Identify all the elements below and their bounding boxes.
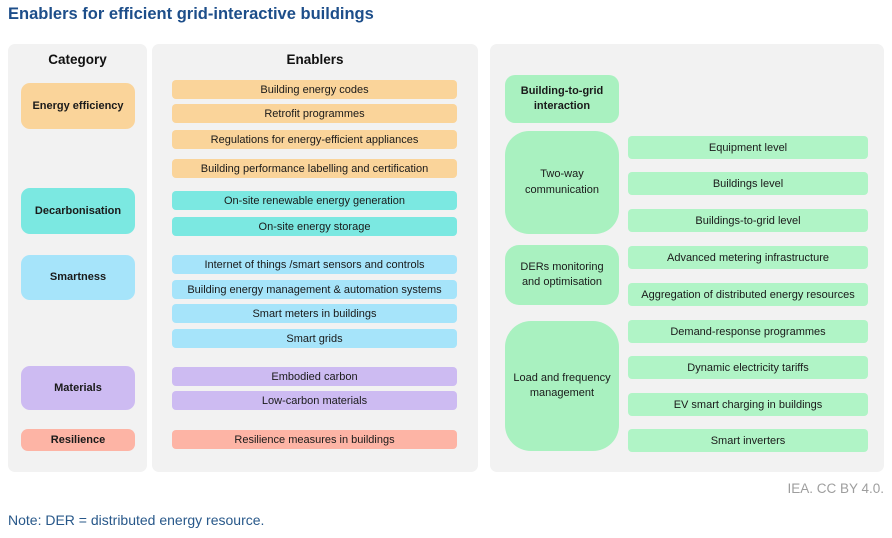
enablers-panel-header: Enablers [286, 52, 344, 67]
note-text: Note: DER = distributed energy resource. [8, 512, 265, 528]
building-to-grid-interaction-box: Building-to-grid interaction [505, 75, 619, 123]
enabler-bar-bems: Building energy management & automation … [172, 280, 457, 299]
attribution-text: IEA. CC BY 4.0. [787, 481, 884, 496]
category-box-energy-efficiency: Energy efficiency [21, 83, 135, 129]
category-box-decarbonisation: Decarbonisation [21, 188, 135, 234]
category-box-materials: Materials [21, 366, 135, 410]
category-box-smartness: Smartness [21, 255, 135, 300]
enabler-bar-retrofit-programmes: Retrofit programmes [172, 104, 457, 123]
group-box-ders-monitoring: DERs monitoring and optimisation [505, 245, 619, 305]
enabler-bar-building-energy-codes: Building energy codes [172, 80, 457, 99]
grid-bar-buildings-to-grid-level: Buildings-to-grid level [628, 209, 868, 232]
grid-bar-smart-inverters: Smart inverters [628, 429, 868, 452]
grid-bar-demand-response: Demand-response programmes [628, 320, 868, 343]
grid-bar-advanced-metering: Advanced metering infrastructure [628, 246, 868, 269]
grid-bar-dynamic-tariffs: Dynamic electricity tariffs [628, 356, 868, 379]
enabler-bar-resilience-measures: Resilience measures in buildings [172, 430, 457, 449]
page-title: Enablers for efficient grid-interactive … [8, 5, 374, 23]
group-box-load-frequency-management: Load and frequency management [505, 321, 619, 451]
enabler-bar-low-carbon-materials: Low-carbon materials [172, 391, 457, 410]
category-box-resilience: Resilience [21, 429, 135, 451]
grid-bar-buildings-level: Buildings level [628, 172, 868, 195]
grid-bar-ev-smart-charging: EV smart charging in buildings [628, 393, 868, 416]
grid-bar-equipment-level: Equipment level [628, 136, 868, 159]
enabler-bar-smart-meters: Smart meters in buildings [172, 304, 457, 323]
enabler-bar-performance-labelling: Building performance labelling and certi… [172, 159, 457, 178]
enabler-bar-appliance-regulations: Regulations for energy-efficient applian… [172, 130, 457, 149]
category-panel-header: Category [48, 52, 107, 67]
grid-bar-der-aggregation: Aggregation of distributed energy resour… [628, 283, 868, 306]
enabler-bar-onsite-storage: On-site energy storage [172, 217, 457, 236]
enabler-bar-onsite-renewables: On-site renewable energy generation [172, 191, 457, 210]
group-box-two-way-communication: Two-way communication [505, 131, 619, 234]
enabler-bar-iot-sensors: Internet of things /smart sensors and co… [172, 255, 457, 274]
enabler-bar-smart-grids: Smart grids [172, 329, 457, 348]
enabler-bar-embodied-carbon: Embodied carbon [172, 367, 457, 386]
